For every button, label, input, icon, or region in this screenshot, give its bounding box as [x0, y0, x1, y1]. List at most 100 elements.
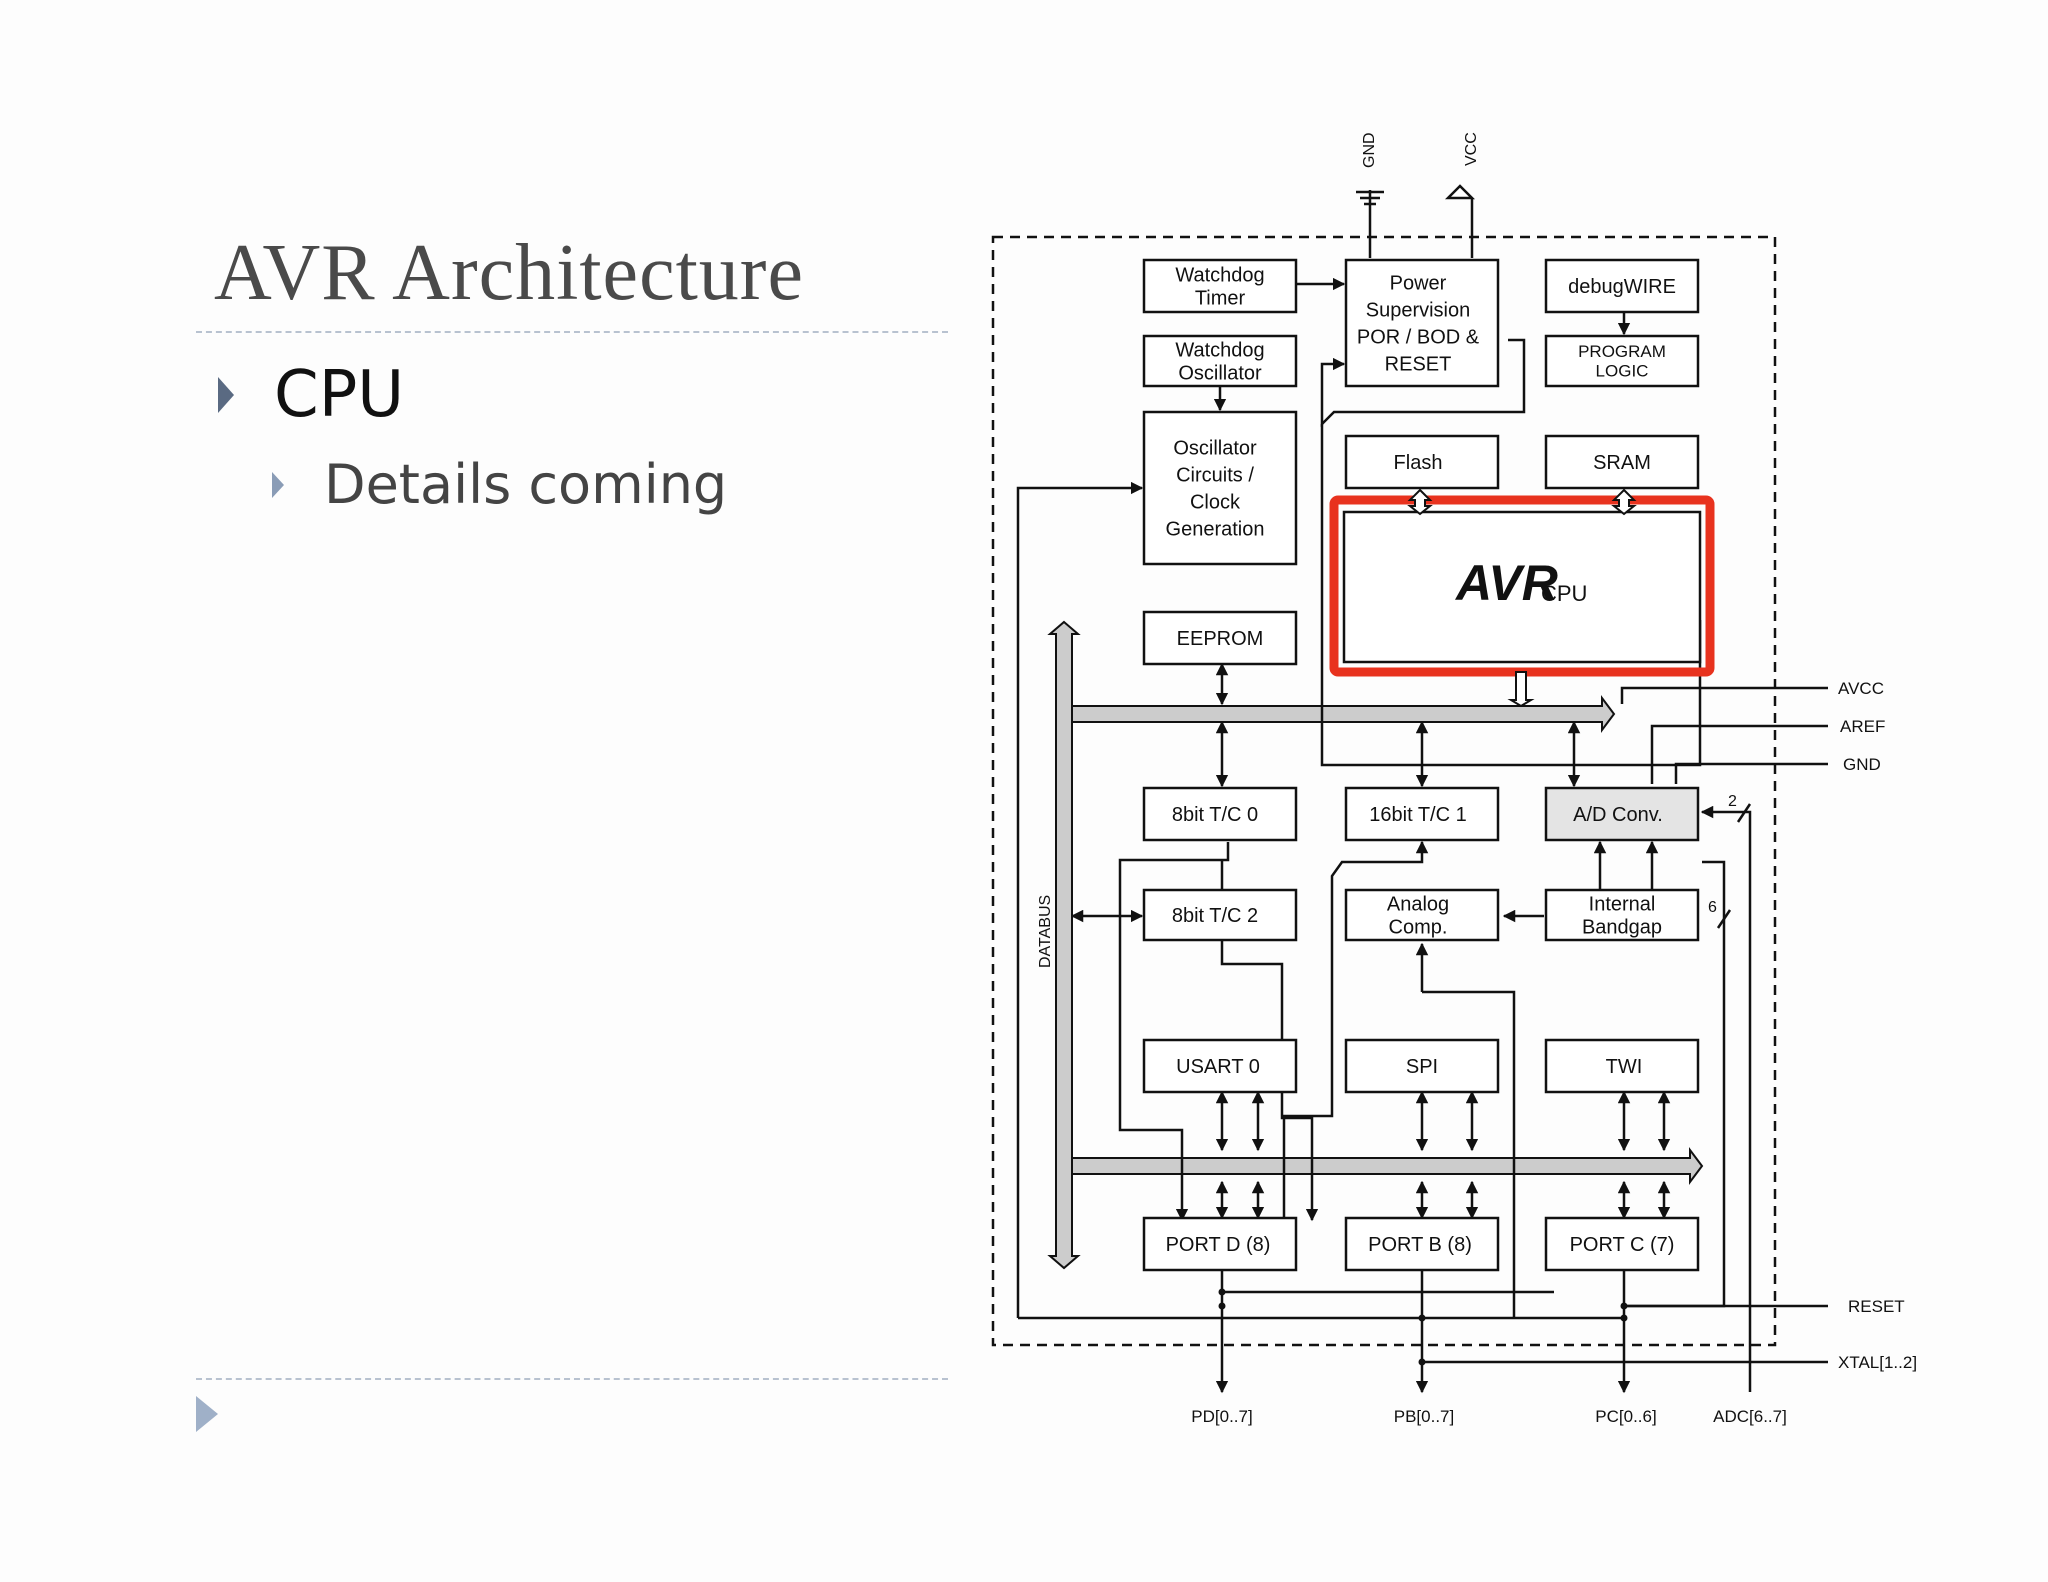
junction-dots: [1218, 1288, 1628, 1366]
block-label-line: EEPROM: [1177, 628, 1264, 650]
block-label-line: debugWIRE: [1568, 276, 1676, 298]
block-label-line: Supervision: [1366, 300, 1471, 322]
connection-wires: [1016, 277, 1828, 1394]
block-label-line: RESET: [1385, 354, 1452, 376]
xtal-label: XTAL[1..2]: [1838, 1353, 1917, 1372]
cpu-label: CPU: [1541, 581, 1587, 606]
block-label-line: 16bit T/C 1: [1369, 804, 1466, 826]
avr-cpu-block: AVR CPU: [1329, 488, 1715, 708]
adc-pin-label: ADC[6..7]: [1713, 1407, 1787, 1426]
block-label-line: SPI: [1406, 1056, 1438, 1078]
bottom-pin-labels: PD[0..7] PB[0..7] PC[0..6] ADC[6..7]: [1191, 1407, 1787, 1426]
databus: DATABUS: [1037, 620, 1081, 1270]
tc1-block: 16bit T/C 1: [1344, 786, 1500, 842]
usart-block: USART 0: [1142, 1038, 1298, 1094]
block-label-line: PROGRAM: [1578, 342, 1666, 361]
block-label: 16bit T/C 1: [1369, 804, 1466, 826]
block-label-line: PORT C (7): [1570, 1234, 1675, 1256]
block-label: 8bit T/C 0: [1172, 804, 1258, 826]
block-label-line: Bandgap: [1582, 917, 1662, 939]
block-label-line: Power: [1390, 273, 1447, 295]
block-label-line: 8bit T/C 2: [1172, 905, 1258, 927]
cpu-memory-links: [1407, 488, 1637, 708]
block-label-line: Watchdog: [1175, 340, 1264, 362]
block-label-line: Flash: [1394, 452, 1443, 474]
block-label-line: Internal: [1589, 894, 1656, 916]
twi-block: TWI: [1544, 1038, 1700, 1094]
bandgap-bus-width: 6: [1708, 899, 1717, 916]
adc-block: A/D Conv.: [1544, 786, 1700, 842]
sub-bullet-triangle-icon: [272, 471, 284, 498]
block-label-line: Watchdog: [1175, 265, 1264, 287]
pc-label: PC[0..6]: [1595, 1407, 1656, 1426]
gnd-top-label: GND: [1361, 132, 1378, 168]
vcc-top-label: VCC: [1463, 132, 1480, 166]
bullet-cpu: CPU: [218, 358, 404, 432]
aref-label: AREF: [1840, 717, 1885, 736]
block-label: PORT D (8): [1166, 1234, 1271, 1256]
block-label-line: Oscillator: [1178, 363, 1262, 385]
lower-data-bus: [1071, 1147, 1704, 1185]
block-label: PORT B (8): [1368, 1234, 1472, 1256]
block-label-line: Clock: [1190, 492, 1241, 514]
block-label-line: PORT D (8): [1166, 1234, 1271, 1256]
block-label-line: USART 0: [1176, 1056, 1260, 1078]
block-label-line: A/D Conv.: [1573, 804, 1663, 826]
adc-bus-width: 2: [1728, 793, 1737, 810]
port-c-block: PORT C (7): [1544, 1216, 1700, 1272]
block-label-line: LOGIC: [1596, 362, 1649, 381]
chip-boundary: [991, 235, 1777, 1347]
eeprom-block: EEPROM: [1142, 610, 1298, 666]
block-label-line: Comp.: [1389, 917, 1448, 939]
footer-divider: [196, 1378, 948, 1380]
block-label: SPI: [1406, 1056, 1438, 1078]
bullet-details-text: Details coming: [324, 453, 728, 516]
block-label-line: PORT B (8): [1368, 1234, 1472, 1256]
block-label: TWI: [1606, 1056, 1643, 1078]
block-label: 8bit T/C 2: [1172, 905, 1258, 927]
bullet-cpu-text: CPU: [274, 358, 405, 432]
block-label-line: Timer: [1195, 288, 1246, 310]
port-b-block: PORT B (8): [1344, 1216, 1500, 1272]
gnd-right-label: GND: [1843, 755, 1881, 774]
block-label: USART 0: [1176, 1056, 1260, 1078]
block-label-line: 8bit T/C 0: [1172, 804, 1258, 826]
block-label: SRAM: [1593, 452, 1651, 474]
pd-label: PD[0..7]: [1191, 1407, 1252, 1426]
port-d-block: PORT D (8): [1142, 1216, 1298, 1272]
tc2-block: 8bit T/C 2: [1142, 888, 1298, 942]
block-label-line: Oscillator: [1173, 438, 1257, 460]
vcc-pin-top: VCC: [1444, 132, 1480, 258]
right-pin-labels: AVCC AREF GND RESET XTAL[1..2]: [1838, 679, 1917, 1372]
tc0-block: 8bit T/C 0: [1142, 786, 1298, 842]
footer-triangle-icon: [196, 1396, 218, 1432]
block-label: A/D Conv.: [1573, 804, 1663, 826]
block-label-line: POR / BOD &: [1357, 327, 1480, 349]
avr-logo-text: AVR: [1454, 555, 1558, 611]
block-label-line: SRAM: [1593, 452, 1651, 474]
block-label: PORT C (7): [1570, 1234, 1675, 1256]
block-label-line: Generation: [1166, 519, 1265, 541]
pb-label: PB[0..7]: [1394, 1407, 1454, 1426]
block-label-line: Analog: [1387, 894, 1449, 916]
upper-data-bus: [1071, 695, 1616, 733]
block-label: EEPROM: [1177, 628, 1264, 650]
block-label-line: TWI: [1606, 1056, 1643, 1078]
slide-title: AVR Architecture: [214, 229, 804, 317]
flash-block: Flash: [1344, 434, 1500, 490]
avcc-label: AVCC: [1838, 679, 1884, 698]
bullet-triangle-icon: [218, 377, 234, 413]
